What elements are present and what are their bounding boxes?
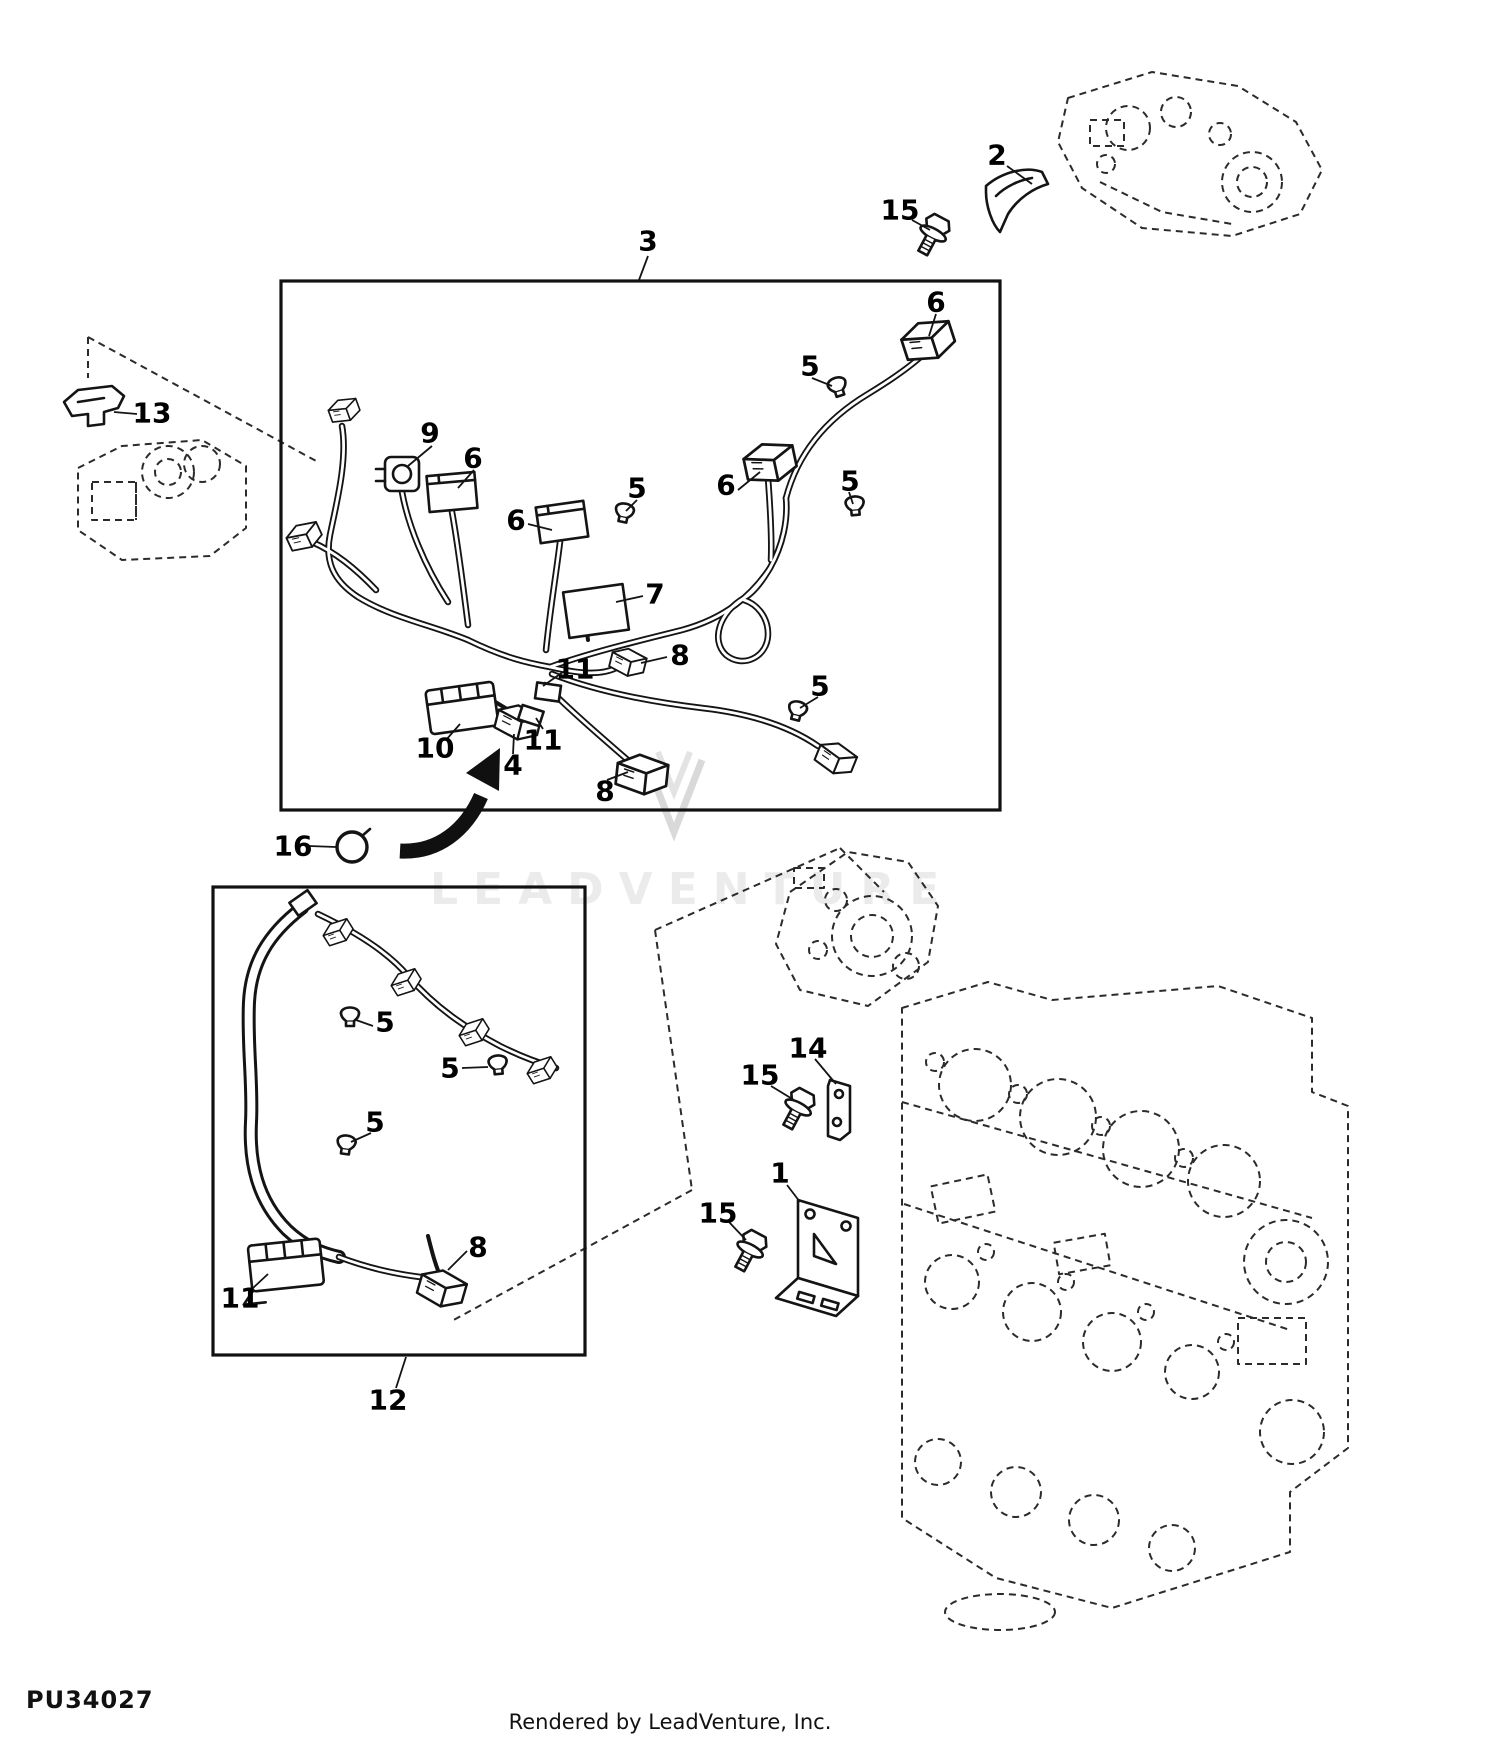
clamp-ring-part-16 bbox=[335, 827, 372, 864]
callout-8: 8 bbox=[670, 638, 690, 672]
callout-11: 11 bbox=[220, 1281, 260, 1315]
callout-6: 6 bbox=[506, 503, 526, 537]
part-code: PU34027 bbox=[26, 1686, 154, 1714]
callout-8: 8 bbox=[595, 774, 615, 808]
zoom-arrow-icon bbox=[399, 748, 500, 859]
main-harness-box bbox=[279, 279, 1002, 812]
callout-4: 4 bbox=[503, 748, 523, 782]
callout-1: 1 bbox=[770, 1156, 790, 1190]
connector-10 bbox=[424, 680, 500, 736]
callout-6: 6 bbox=[463, 441, 483, 475]
callout-14: 14 bbox=[788, 1031, 828, 1065]
callout-5: 5 bbox=[810, 669, 830, 703]
injector-harness-drawing bbox=[238, 888, 562, 1313]
dashed-reference-lines bbox=[87, 336, 885, 1323]
retainer-clip-part-13 bbox=[62, 384, 126, 428]
callout-5: 5 bbox=[375, 1005, 395, 1039]
callout-11: 11 bbox=[523, 723, 563, 757]
callout-5: 5 bbox=[800, 349, 820, 383]
callout-3: 3 bbox=[638, 224, 658, 258]
mounting-bracket-part-1 bbox=[774, 1198, 860, 1318]
callout-8: 8 bbox=[468, 1230, 488, 1264]
relay-6b bbox=[534, 499, 590, 545]
tag-7 bbox=[561, 582, 631, 640]
callout-5: 5 bbox=[840, 464, 860, 498]
injection-pump-dashed bbox=[775, 851, 939, 1007]
callout-7: 7 bbox=[645, 577, 665, 611]
callout-12: 12 bbox=[368, 1383, 408, 1417]
callout-15: 15 bbox=[880, 193, 920, 227]
cylinder-head-dashed bbox=[1057, 71, 1323, 237]
callout-5: 5 bbox=[627, 471, 647, 505]
callout-11: 11 bbox=[555, 652, 595, 686]
callout-9: 9 bbox=[420, 416, 440, 450]
connector-11-large bbox=[242, 1237, 326, 1306]
engine-block-dashed bbox=[901, 981, 1349, 1631]
callout-10: 10 bbox=[415, 731, 455, 765]
injector-harness-box bbox=[211, 885, 587, 1357]
bracket-part-14 bbox=[826, 1078, 852, 1142]
callout-15: 15 bbox=[698, 1196, 738, 1230]
render-credit: Rendered by LeadVenture, Inc. bbox=[508, 1710, 832, 1734]
callout-15: 15 bbox=[740, 1058, 780, 1092]
callout-6: 6 bbox=[926, 285, 946, 319]
sensor-cover-part-2 bbox=[984, 168, 1050, 234]
watermark-text: LEADVENTURE bbox=[430, 864, 955, 915]
callout-13: 13 bbox=[132, 396, 172, 430]
leader-lines bbox=[113, 165, 1033, 1389]
callout-16: 16 bbox=[273, 829, 313, 863]
callout-6: 6 bbox=[716, 468, 736, 502]
main-harness-drawing bbox=[282, 312, 960, 798]
relay-6a bbox=[425, 470, 479, 514]
callout-5: 5 bbox=[365, 1105, 385, 1139]
callout-2: 2 bbox=[987, 138, 1007, 172]
bolt-15-bottom-icon bbox=[726, 1225, 773, 1277]
left-component-dashed bbox=[77, 439, 247, 561]
sensor-9 bbox=[374, 455, 421, 493]
callout-5: 5 bbox=[440, 1051, 460, 1085]
